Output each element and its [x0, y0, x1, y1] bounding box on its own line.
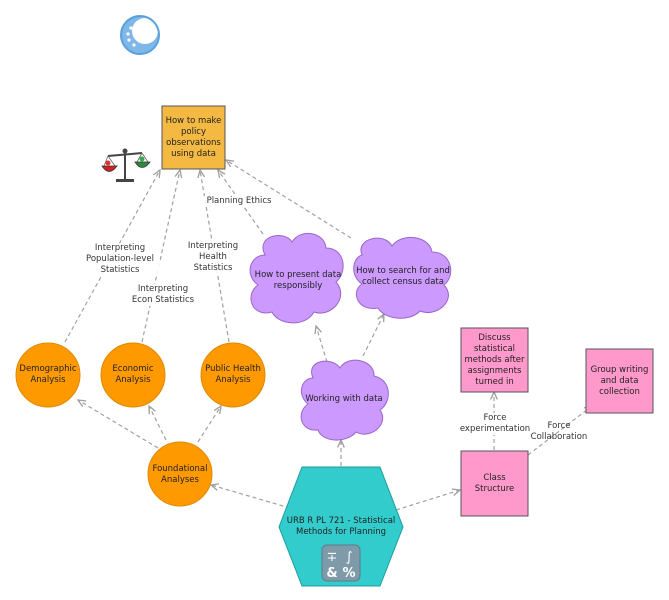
health-node-shape — [200, 342, 266, 408]
foundational-node-shape — [147, 441, 213, 507]
edge-foundational-demographic — [78, 400, 159, 449]
edge-label-force-exp: Force experimentation — [456, 413, 534, 435]
node-course[interactable]: URB R PL 721 - Statistical Methods for P… — [286, 516, 396, 537]
edge-course-foundational — [211, 485, 291, 509]
node-group[interactable]: Group writing and data collection — [590, 364, 649, 397]
edge-economic-policy — [141, 170, 180, 343]
balance-scale-icon — [101, 148, 151, 182]
edge-search-policy — [226, 160, 352, 239]
edge-label-interp-health: Interpreting Health Statistics — [180, 241, 246, 274]
working-node-shape — [300, 359, 389, 441]
present-node-shape — [249, 233, 344, 324]
calculator-icon: ∓ ∫ & % — [321, 544, 361, 582]
node-health[interactable]: Public Health Analysis — [205, 364, 261, 385]
edge-foundational-health — [197, 406, 221, 443]
discuss-node-shape — [460, 327, 529, 393]
node-present[interactable]: How to present data responsibly — [254, 270, 342, 291]
demographic-node-shape — [15, 342, 81, 408]
svg-text:&: & — [326, 566, 337, 581]
course-node-shape — [278, 466, 404, 587]
search-node-shape — [353, 237, 452, 319]
svg-text:∫: ∫ — [346, 550, 353, 565]
node-economic[interactable]: Economic Analysis — [112, 364, 154, 385]
edge-label-planning-ethics: Planning Ethics — [204, 196, 274, 207]
edge-label-force-collab: Force Collaboration — [530, 421, 588, 442]
edge-label-interp-econ: Interpreting Econ Statistics — [124, 284, 202, 306]
circle-logo-icon — [120, 15, 160, 55]
node-search[interactable]: How to search for and collect census dat… — [356, 266, 450, 287]
economic-node-shape — [100, 342, 166, 408]
edge-working-present — [316, 326, 328, 363]
group-node-shape — [585, 348, 654, 414]
edge-present-policy — [218, 170, 264, 235]
edge-foundational-economic — [149, 406, 167, 441]
edge-label-interp-pop: Interpreting Population-level Statistics — [80, 243, 160, 276]
node-demographic[interactable]: Demographic Analysis — [19, 364, 77, 385]
policy-node-shape — [161, 105, 226, 170]
class-node-shape — [460, 450, 529, 517]
node-policy[interactable]: How to make policy observations using da… — [165, 115, 222, 159]
svg-text:∓: ∓ — [327, 550, 338, 565]
edge-course-class — [395, 490, 460, 511]
node-foundational[interactable]: Foundational Analyses — [152, 464, 208, 485]
node-class[interactable]: Class Structure — [474, 472, 515, 494]
svg-text:%: % — [342, 566, 355, 581]
node-working[interactable]: Working with data — [305, 393, 383, 404]
edge-working-search — [362, 314, 384, 357]
node-discuss[interactable]: Discuss statistical methods after assign… — [464, 332, 525, 387]
